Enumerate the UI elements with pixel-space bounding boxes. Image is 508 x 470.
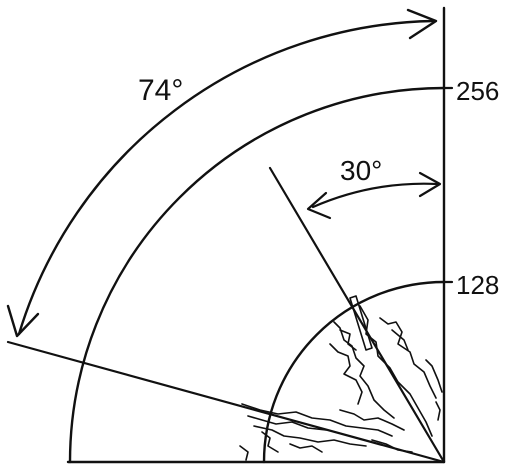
- crack-trace: [329, 343, 363, 405]
- crack-trace: [371, 439, 413, 453]
- angle-arc-74deg: [17, 19, 435, 336]
- crack-trace: [391, 329, 409, 351]
- angle-arc-30deg: [311, 182, 439, 209]
- crack-trace: [339, 409, 405, 431]
- crack-trace: [339, 329, 357, 351]
- crack-trace: [333, 321, 395, 419]
- crack-trace: [435, 401, 441, 421]
- arc-radius-256: [68, 86, 446, 464]
- arrowhead-30-left: [306, 191, 332, 220]
- radial-line-30deg: [268, 166, 446, 464]
- crack-trace: [239, 445, 249, 461]
- angle-label-74: 74°: [138, 74, 183, 107]
- crack-trace: [425, 359, 443, 393]
- radius-label-128: 128: [456, 270, 499, 300]
- crack-trace: [359, 305, 433, 437]
- crack-trace: [379, 317, 437, 399]
- angle-label-30: 30°: [340, 155, 382, 186]
- crack-trace: [247, 415, 327, 431]
- arrowhead-30-right: [418, 171, 442, 198]
- arrowhead-74-bottom: [6, 304, 40, 338]
- radius-label-256: 256: [456, 76, 499, 106]
- crack-trace: [349, 295, 373, 351]
- crack-trace: [253, 425, 367, 447]
- crack-trace: [289, 443, 323, 453]
- arrowhead-74-top: [406, 8, 438, 40]
- radial-line-74deg: [6, 340, 446, 464]
- crack-trace: [241, 403, 393, 437]
- crack-traces: [239, 295, 443, 461]
- crack-trace: [261, 431, 279, 453]
